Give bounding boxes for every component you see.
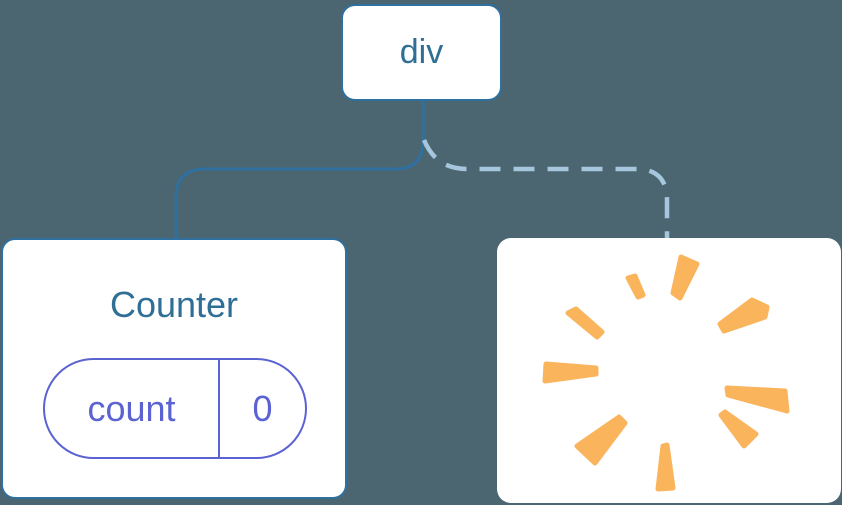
state-value-label: 0 (252, 387, 273, 429)
poof-ray (565, 306, 605, 340)
poof-ray (655, 442, 676, 492)
poof-ray (724, 385, 790, 414)
poof-ray (670, 254, 700, 301)
root-node-div: div (341, 4, 502, 101)
poof-ray (625, 273, 646, 300)
counter-component-card: Counter count 0 (1, 238, 347, 499)
state-pill: count 0 (43, 358, 307, 459)
destroyed-component-card (497, 238, 841, 503)
poof-ray (574, 414, 628, 466)
connector-solid-line (174, 101, 425, 239)
poof-ray (542, 361, 599, 384)
connector-dashed-line (421, 139, 670, 239)
state-key-label: count (45, 360, 220, 457)
poof-explosion-icon (542, 254, 790, 492)
counter-title: Counter (109, 284, 239, 325)
poof-ray (717, 297, 770, 334)
poof-ray (718, 409, 759, 449)
root-node-label: div (399, 33, 444, 71)
